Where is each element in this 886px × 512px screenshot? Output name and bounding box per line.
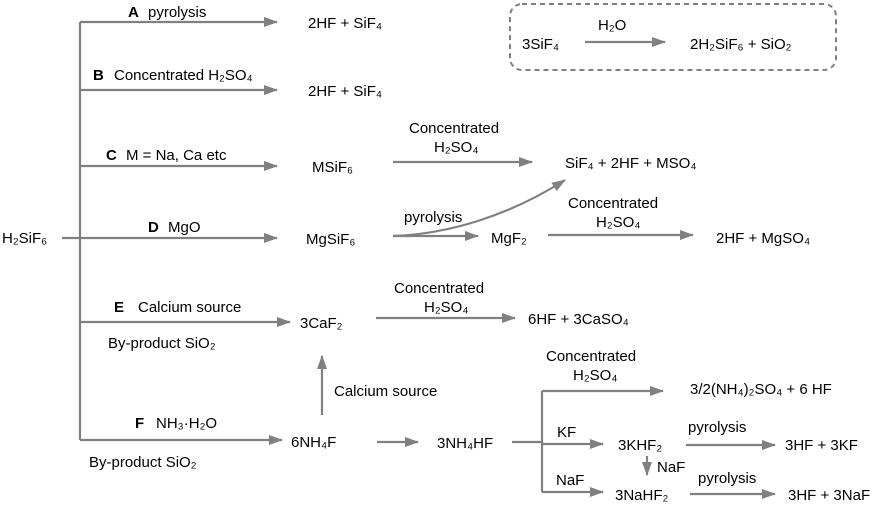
route-d-curve-arrow — [392, 179, 566, 238]
route-f-branch2-product: 3HF + 3KF — [785, 437, 858, 454]
route-d-step1: pyrolysis — [404, 209, 462, 226]
route-f-branch3-product: 3HF + 3NaF — [788, 487, 870, 504]
route-f-up-label: Calcium source — [334, 383, 437, 400]
route-b-product: 2HF + SiF₄ — [308, 83, 382, 100]
route-f-down-label: NaF — [657, 459, 685, 476]
route-d-letter: D — [148, 219, 159, 236]
route-f-branch2-reagent: KF — [557, 424, 576, 441]
route-e-letter: E — [114, 299, 124, 316]
route-f-sub: By-product SiO₂ — [89, 454, 197, 471]
route-f-branch1-line2: H₂SO₄ — [573, 367, 617, 384]
route-d-product: 2HF + MgSO₄ — [716, 230, 810, 247]
route-f-branch2-step: pyrolysis — [688, 419, 746, 436]
route-e-sub: By-product SiO₂ — [108, 335, 216, 352]
root-label: H₂SiF₆ — [2, 230, 47, 247]
note-box — [509, 3, 837, 71]
route-f-condition: NH₃·H₂O — [156, 415, 217, 432]
route-f-branch1-line1: Concentrated — [546, 348, 636, 365]
route-f-letter: F — [135, 415, 144, 432]
route-c-intermediate: MSiF₆ — [312, 159, 353, 176]
route-a-letter: A — [128, 4, 139, 21]
route-f-branch1-product: 3/2(NH₄)₂SO₄ + 6 HF — [690, 381, 832, 398]
route-e-condition: Calcium source — [138, 299, 241, 316]
box-product: 2H₂SiF₆ + SiO₂ — [690, 36, 792, 53]
box-reagent: H₂O — [598, 17, 626, 34]
route-e-product: 6HF + 3CaSO₄ — [528, 311, 629, 328]
route-f-branch3-reagent: NaF — [556, 472, 584, 489]
route-f-branch2-mid: 3KHF₂ — [618, 437, 662, 454]
route-f-branch3-step: pyrolysis — [698, 470, 756, 487]
route-d-intermediate: MgSiF₆ — [306, 231, 355, 248]
route-d-condition: MgO — [168, 219, 201, 236]
route-f-mid: 3NH₄HF — [437, 435, 493, 452]
route-e-intermediate: 3CaF₂ — [300, 315, 343, 332]
route-c-condition: M = Na, Ca etc — [126, 147, 227, 164]
route-b-letter: B — [93, 67, 104, 84]
route-f-branch3-mid: 3NaHF₂ — [615, 487, 669, 504]
route-d-step2-line1: Concentrated — [568, 195, 658, 212]
route-a-condition: pyrolysis — [148, 4, 206, 21]
route-e-step-line1: Concentrated — [394, 280, 484, 297]
route-d-step2-line2: H₂SO₄ — [596, 214, 640, 231]
route-e-step-line2: H₂SO₄ — [424, 299, 468, 316]
route-c-letter: C — [106, 147, 117, 164]
route-d-mid: MgF₂ — [491, 230, 527, 247]
route-c-product: SiF₄ + 2HF + MSO₄ — [565, 155, 696, 172]
route-c-step-line2: H₂SO₄ — [434, 139, 478, 156]
route-b-condition: Concentrated H₂SO₄ — [114, 67, 253, 84]
route-f-intermediate: 6NH₄F — [291, 434, 336, 451]
box-reactant: 3SiF₄ — [522, 36, 559, 53]
route-c-step-line1: Concentrated — [409, 120, 499, 137]
route-a-product: 2HF + SiF₄ — [308, 15, 382, 32]
